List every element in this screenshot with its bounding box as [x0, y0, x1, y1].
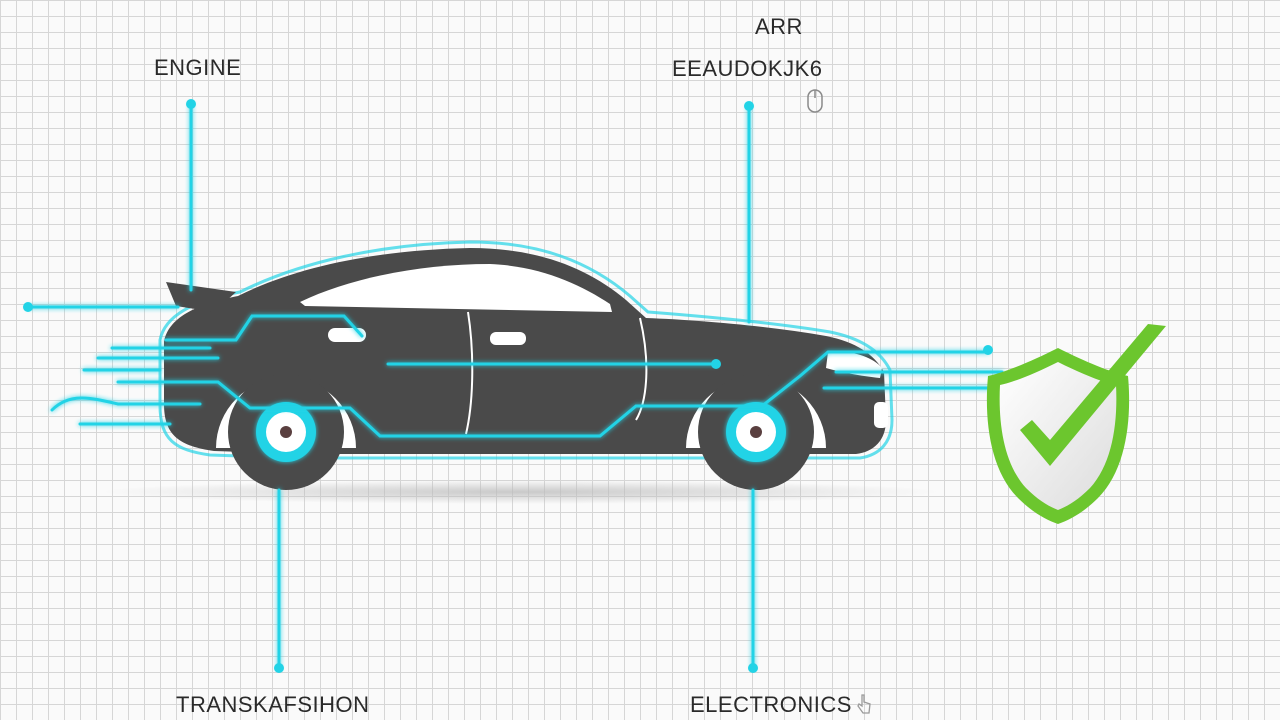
connector-lines — [26, 102, 1014, 670]
electronics-label: ELECTRONICS — [690, 692, 852, 717]
mouse-cursor-icon — [806, 88, 824, 120]
car-silhouette-icon — [158, 240, 894, 490]
car-ground-shadow — [100, 480, 940, 504]
transmission-label: TRANSKAFSIHON — [176, 692, 370, 717]
air-label: ARR — [755, 14, 803, 39]
exhaust-label: EEAUDOKJK6 — [672, 56, 823, 81]
engine-label: ENGINE — [154, 55, 242, 80]
shield-check-icon — [986, 324, 1166, 524]
pointer-hand-icon — [855, 692, 873, 720]
